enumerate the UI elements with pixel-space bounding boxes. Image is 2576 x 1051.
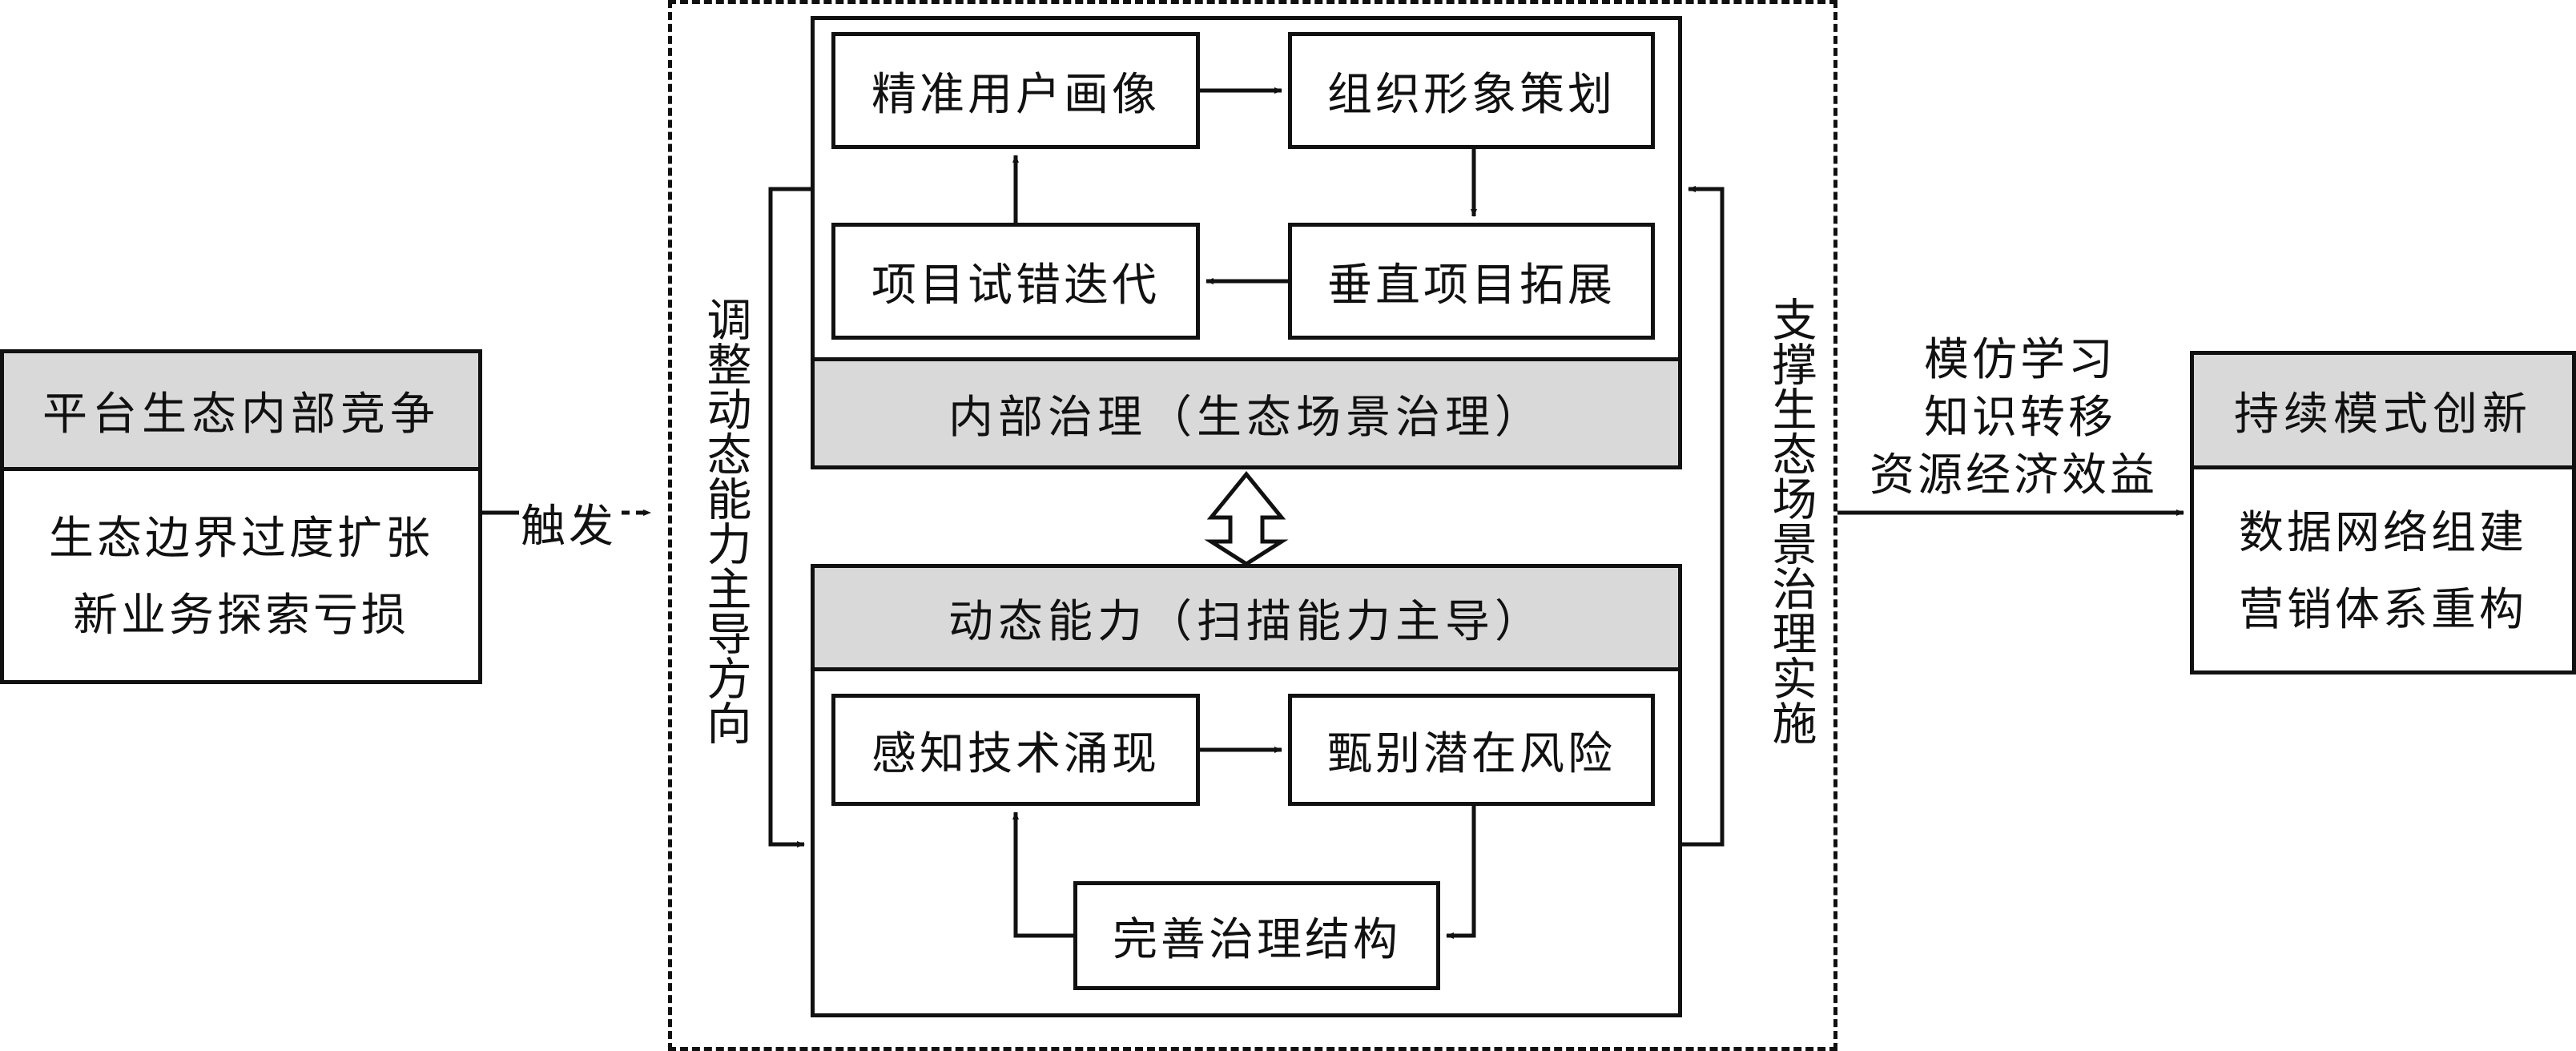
- arrow-left-feedback: [768, 187, 811, 848]
- left-line-1: 生态边界过度扩张: [49, 513, 433, 565]
- right-line-1: 数据网络组建: [2239, 507, 2527, 559]
- trial-iteration-box: 项目试错迭代: [831, 223, 1200, 340]
- dynamic-capability-header: 动态能力（扫描能力主导）: [811, 564, 1682, 671]
- right-header: 持续模式创新: [2190, 351, 2576, 469]
- output-label-2: 知识转移: [1924, 392, 2116, 444]
- internal-governance-header: 内部治理（生态场景治理）: [811, 357, 1682, 469]
- identify-risk-box: 甄别潜在风险: [1288, 694, 1655, 806]
- left-line-2: 新业务探索亏损: [73, 590, 409, 642]
- right-body: 数据网络组建 营销体系重构: [2190, 469, 2576, 674]
- double-arrow-icon: [1204, 471, 1289, 566]
- improve-governance-box: 完善治理结构: [1073, 881, 1440, 990]
- left-header: 平台生态内部竞争: [0, 349, 482, 471]
- org-image-box: 组织形象策划: [1288, 32, 1655, 149]
- arrow-right-support: [1682, 186, 1725, 847]
- right-line-2: 营销体系重构: [2239, 584, 2527, 636]
- left-body: 生态边界过度扩张 新业务探索亏损: [0, 471, 482, 684]
- trigger-label: 触发: [521, 501, 617, 553]
- output-label-1: 模仿学习: [1924, 334, 2116, 386]
- left-vertical-label: 调整动态能力主导方向: [699, 296, 751, 745]
- arrow-improve-to-sense: [1012, 811, 1073, 938]
- arrow-risk-to-improve: [1446, 806, 1476, 939]
- vertical-expansion-box: 垂直项目拓展: [1288, 223, 1655, 340]
- output-label-3: 资源经济效益: [1870, 449, 2158, 501]
- precise-profile-box: 精准用户画像: [831, 32, 1200, 149]
- sense-tech-box: 感知技术涌现: [831, 694, 1200, 806]
- right-vertical-label: 支撑生态场景治理实施: [1765, 296, 1817, 745]
- dashed-container: [668, 0, 1837, 1051]
